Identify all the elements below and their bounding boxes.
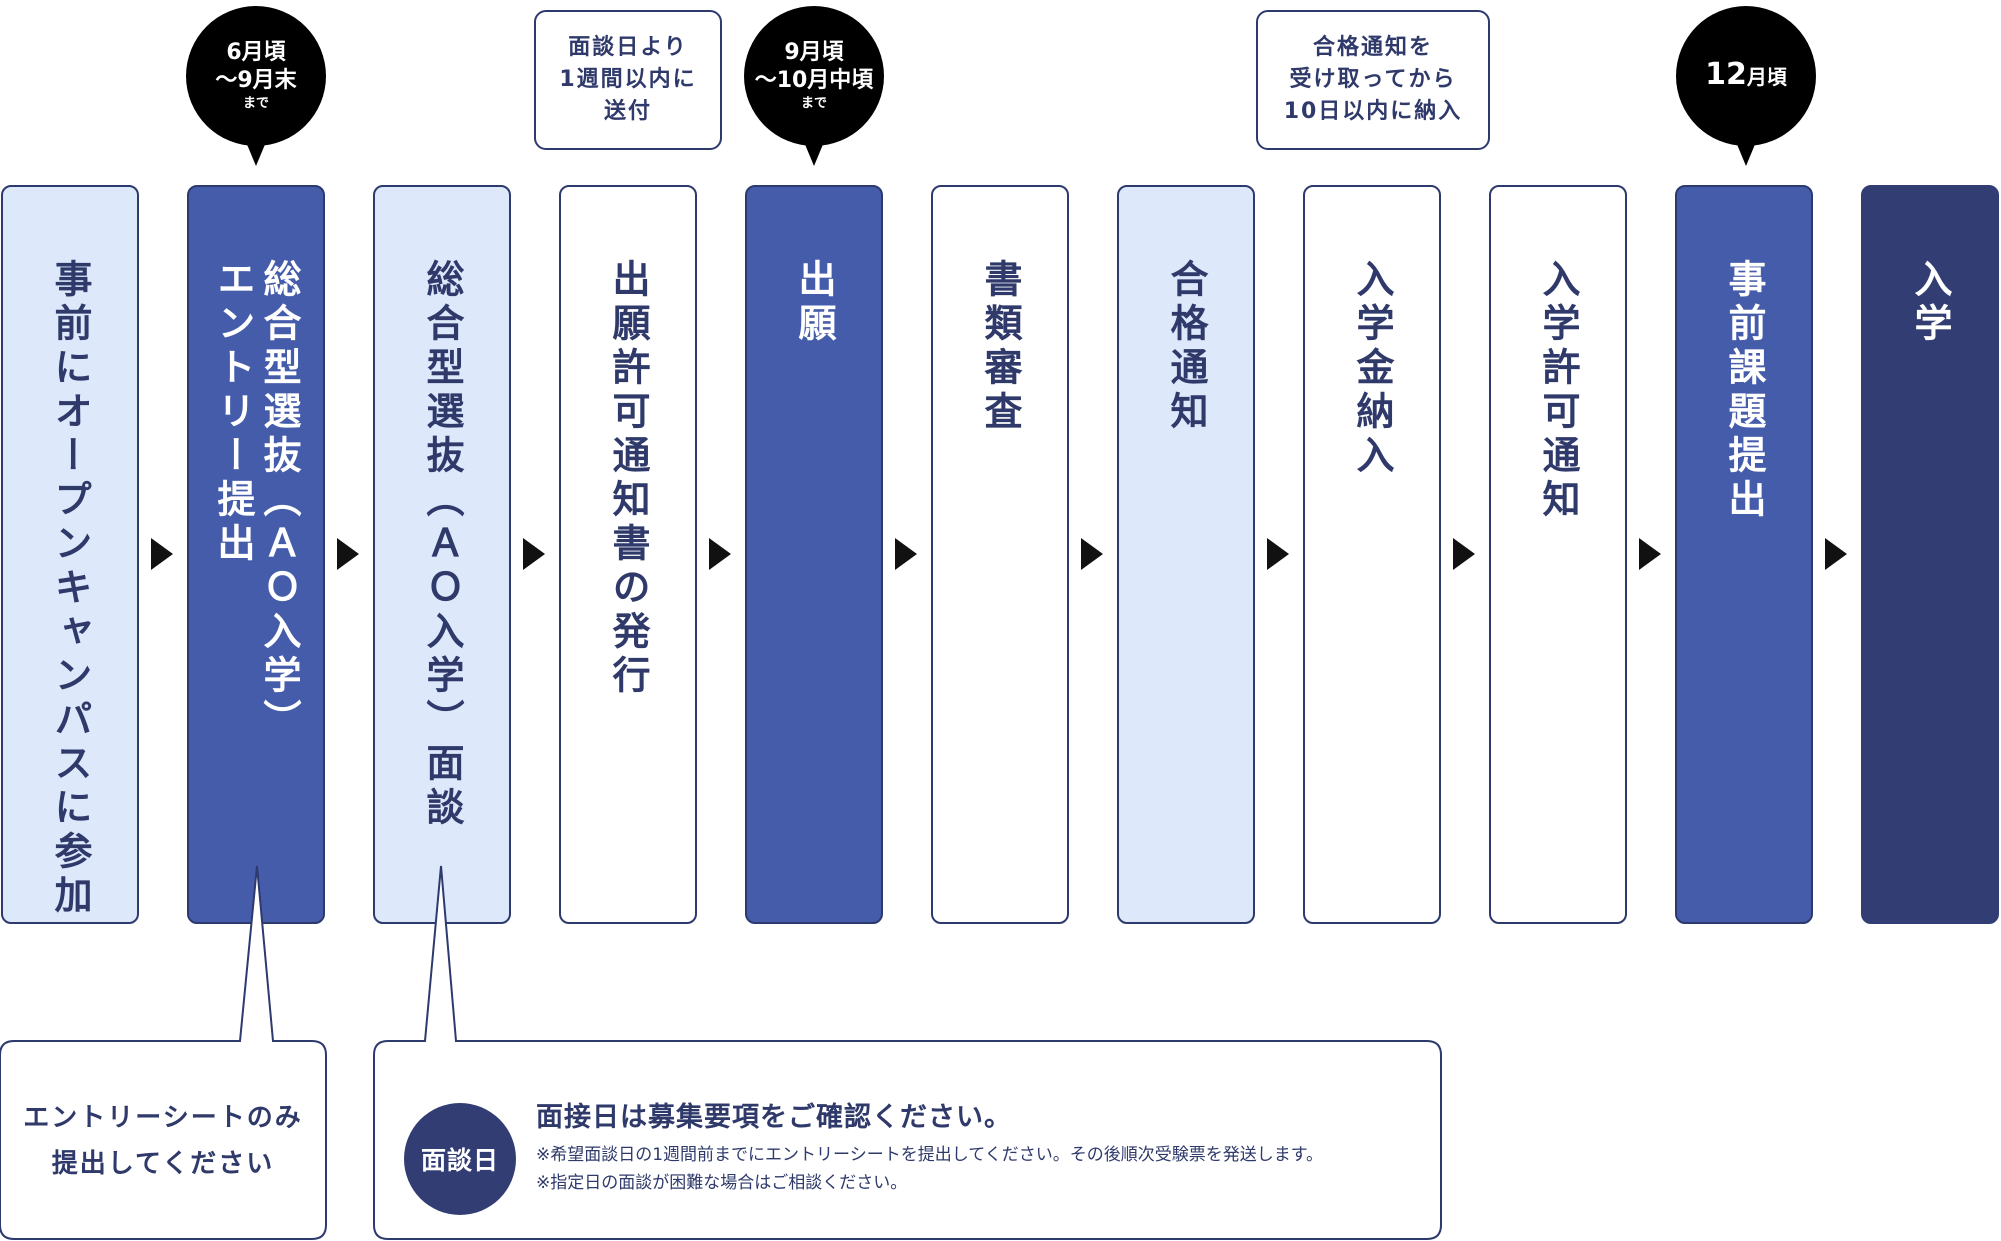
interview-title: 面接日は募集要項をご確認ください。 [536, 1102, 1012, 1133]
arrow-right-icon [151, 538, 173, 570]
note-permission-notice: 面談日より 1週間以内に 送付 [534, 10, 722, 150]
step-open-campus: 事前にオープンキャンパスに参加 [1, 185, 139, 924]
interview-note-1: ※希望面談日の1週間前までにエントリーシートを提出してください。その後順次受験票… [536, 1145, 1323, 1165]
period-bubble-assignment: 12月頃 [1676, 6, 1816, 146]
callout-entry-text: エントリーシートのみ 提出してください [23, 1103, 303, 1179]
callout-interview-shape [373, 865, 1442, 1240]
step-assignment: 事前課題提出 [1675, 185, 1813, 924]
step-entry-submit: 総合型選抜（ＡＯ入学）エントリー提出 [187, 185, 325, 924]
step-permission-issue: 出願許可通知書の発行 [559, 185, 697, 924]
arrow-right-icon [709, 538, 731, 570]
step-enrollment: 入学 [1861, 185, 1999, 924]
arrow-right-icon [1453, 538, 1475, 570]
step-enrollment-fee: 入学金納入 [1303, 185, 1441, 924]
step-acceptance: 合格通知 [1117, 185, 1255, 924]
arrow-right-icon [1825, 538, 1847, 570]
step-admission-permit: 入学許可通知 [1489, 185, 1627, 924]
arrow-right-icon [1081, 538, 1103, 570]
period-bubble-entry: 6月頃 〜9月末 まで [186, 6, 326, 146]
interview-day-badge: 面談日 [404, 1103, 516, 1215]
step-document-screening: 書類審査 [931, 185, 1069, 924]
callout-entry-shape [0, 865, 327, 1240]
step-interview: 総合型選抜（ＡＯ入学）面談 [373, 185, 511, 924]
arrow-right-icon [1267, 538, 1289, 570]
arrow-right-icon [1639, 538, 1661, 570]
arrow-right-icon [895, 538, 917, 570]
step-application: 出願 [745, 185, 883, 924]
arrow-right-icon [523, 538, 545, 570]
interview-note-2: ※指定日の面談が困難な場合はご相談ください。 [536, 1173, 908, 1193]
note-enrollment-fee: 合格通知を 受け取ってから 10日以内に納入 [1256, 10, 1490, 150]
arrow-right-icon [337, 538, 359, 570]
period-bubble-application: 9月頃 〜10月中頃 まで [744, 6, 884, 146]
